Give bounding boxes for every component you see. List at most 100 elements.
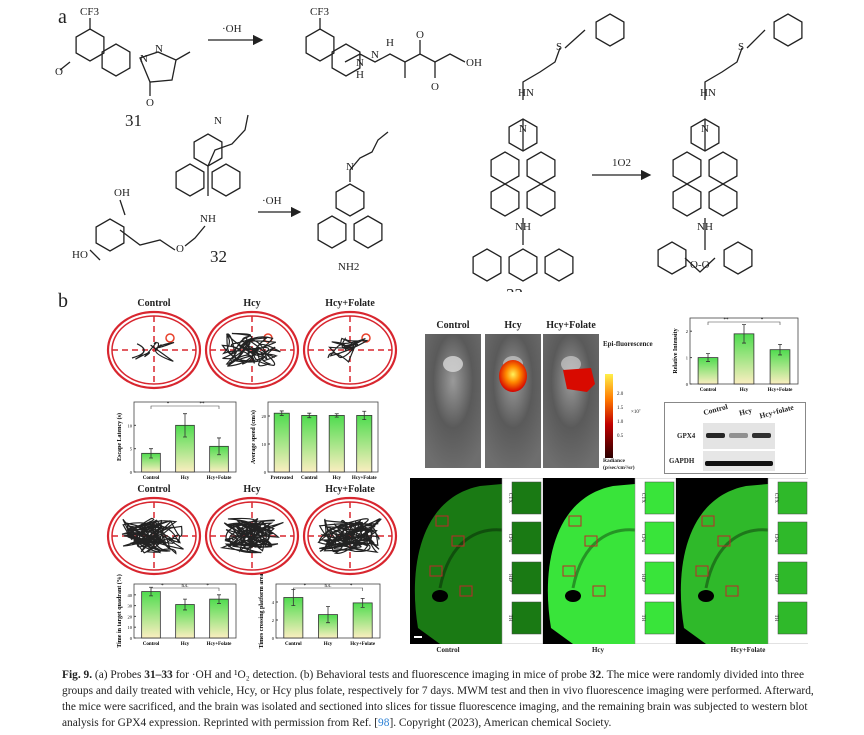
y-axis-label: Average speed (cm/s) bbox=[250, 410, 257, 464]
reagent-singlet-oxygen: 1O2 bbox=[612, 157, 631, 169]
region-box bbox=[562, 565, 576, 577]
benzene-ring bbox=[101, 43, 131, 77]
y-tick-label: 0 bbox=[272, 636, 275, 641]
figure-label: Fig. 9. bbox=[62, 669, 93, 681]
significance-marker: n.s. bbox=[182, 584, 189, 589]
hn-label: HN bbox=[700, 87, 716, 99]
inset-label: CPu bbox=[773, 534, 778, 543]
tissue-structure bbox=[438, 528, 503, 589]
region-inset bbox=[644, 521, 675, 555]
lane-label: Hcy+folate bbox=[758, 402, 795, 421]
colorbar-tick: 1.0 bbox=[617, 420, 624, 425]
water-maze-track bbox=[204, 310, 300, 390]
benzene-ring bbox=[472, 248, 502, 282]
caption-text: (a) Probes bbox=[92, 669, 145, 681]
category-label: Control bbox=[700, 388, 717, 393]
colorbar-tick: 1.5 bbox=[617, 406, 624, 411]
benzene-ring bbox=[526, 183, 556, 217]
error-bar bbox=[217, 594, 221, 604]
benzene-ring bbox=[508, 248, 538, 282]
region-inset bbox=[777, 561, 808, 595]
nh2-label: NH2 bbox=[338, 261, 359, 273]
benzene-ring bbox=[75, 28, 105, 62]
n-label: N bbox=[346, 161, 354, 173]
colorbar-ticks: 2.0 1.5 1.0 0.5 bbox=[617, 388, 623, 444]
bar bbox=[301, 415, 318, 473]
region-box bbox=[592, 585, 606, 597]
benzene-ring bbox=[331, 43, 361, 77]
error-bar bbox=[706, 353, 710, 362]
benzene-ring bbox=[95, 218, 125, 252]
colorbar-title: Epi-fluorescence bbox=[603, 340, 653, 348]
n-label: N bbox=[701, 123, 709, 135]
colorbar bbox=[605, 374, 613, 458]
category-label: Hcy+Folate bbox=[768, 388, 794, 393]
y-tick-label: 0 bbox=[264, 470, 267, 475]
y-tick-label: 20 bbox=[128, 614, 133, 619]
error-bar bbox=[334, 413, 339, 418]
inset-label: CTX bbox=[507, 493, 512, 503]
panel-a-chemistry: CF3 N N O O 31 ·OH CF3 N N H H O O OH OH… bbox=[55, 6, 803, 292]
unit-line: Radiance bbox=[603, 458, 625, 464]
significance-marker: * bbox=[161, 584, 164, 589]
benzene-ring bbox=[211, 163, 241, 197]
lane-label: Hcy bbox=[738, 405, 753, 418]
fluorescence-signal-hcy bbox=[499, 360, 527, 392]
benzene-ring bbox=[305, 28, 335, 62]
h-label: H bbox=[386, 37, 394, 49]
category-label: Hcy+Folate bbox=[207, 476, 233, 481]
error-bar bbox=[149, 448, 153, 459]
imaging-label: Hcy+Folate bbox=[546, 320, 596, 331]
benzene-ring bbox=[175, 163, 205, 197]
significance-bracket bbox=[150, 587, 220, 591]
bar bbox=[209, 598, 229, 639]
error-bar bbox=[279, 410, 284, 416]
inset-label: TH bbox=[640, 615, 645, 622]
swim-path bbox=[221, 332, 281, 367]
caption-probes: 31–33 bbox=[144, 669, 173, 681]
caption-probe: 32 bbox=[589, 669, 602, 681]
slice-label: Hcy bbox=[591, 646, 605, 654]
y-tick-label: 5 bbox=[130, 447, 133, 452]
unit-line: (p/sec/cm²/sr) bbox=[603, 465, 635, 471]
imaging-label: Control bbox=[436, 320, 470, 331]
benzene-ring bbox=[708, 151, 738, 185]
benzene-ring bbox=[193, 133, 223, 167]
plot-frame bbox=[267, 401, 379, 473]
region-inset bbox=[511, 601, 542, 635]
category-label: Control bbox=[143, 642, 160, 647]
significance-marker: ** bbox=[200, 402, 206, 407]
maze-pool-ring bbox=[106, 310, 202, 390]
maze-row-2: Control Hcy Hcy+Folate bbox=[105, 484, 400, 576]
inset-label: HIP bbox=[507, 574, 512, 582]
benzene-ring bbox=[723, 241, 753, 275]
colorbar-tick: 2.0 bbox=[617, 392, 624, 397]
y-tick-label: 10 bbox=[128, 423, 133, 428]
region-inset bbox=[511, 561, 542, 595]
benzene-ring bbox=[657, 241, 687, 275]
error-bar bbox=[217, 437, 221, 456]
compound-31-number: 31 bbox=[125, 111, 142, 130]
bar bbox=[273, 412, 290, 473]
cf3-label: CF3 bbox=[310, 6, 329, 18]
n-label: N bbox=[214, 115, 222, 127]
s-label: S bbox=[738, 41, 744, 53]
maze-label: Hcy+Folate bbox=[325, 484, 375, 495]
water-maze-track bbox=[204, 496, 300, 576]
significance-marker: ** bbox=[724, 318, 730, 323]
reference-link[interactable]: 98 bbox=[378, 717, 390, 729]
nh-label: NH bbox=[697, 221, 713, 233]
brain-tissue bbox=[414, 484, 502, 644]
significance-bracket bbox=[707, 321, 781, 325]
region-inset bbox=[644, 561, 675, 595]
y-axis-label: Escape Latency (s) bbox=[116, 413, 123, 461]
mouse-image-control bbox=[425, 334, 481, 468]
n-label: N bbox=[356, 57, 364, 69]
benzene-ring bbox=[672, 183, 702, 217]
error-bar bbox=[326, 606, 330, 624]
